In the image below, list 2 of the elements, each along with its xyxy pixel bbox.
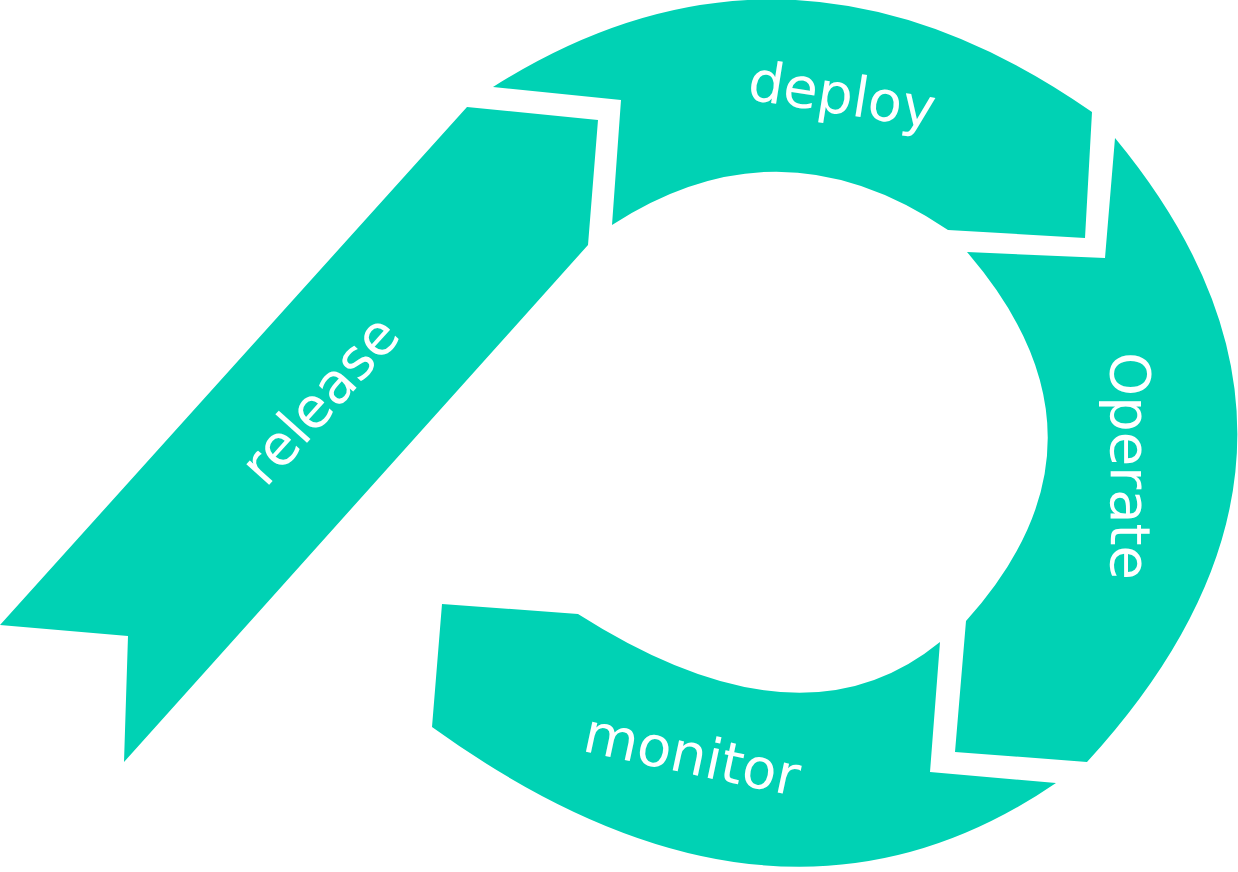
segment-label: deploy (744, 52, 940, 138)
segment-label: monitor (579, 704, 805, 806)
